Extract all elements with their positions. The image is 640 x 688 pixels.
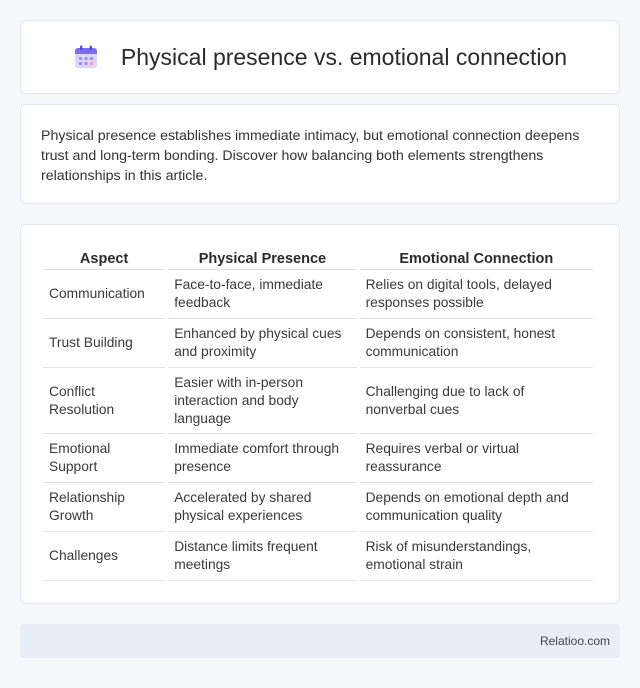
physical-presence-cell: Easier with in-person interaction and bo… bbox=[168, 368, 357, 434]
table-row: Communication Face-to-face, immediate fe… bbox=[43, 270, 593, 319]
physical-presence-cell: Face-to-face, immediate feedback bbox=[168, 270, 357, 319]
emotional-connection-cell: Relies on digital tools, delayed respons… bbox=[359, 270, 593, 319]
aspect-cell: Challenges bbox=[43, 532, 166, 581]
table-row: Relationship Growth Accelerated by share… bbox=[43, 483, 593, 532]
physical-presence-cell: Enhanced by physical cues and proximity bbox=[168, 319, 357, 368]
physical-presence-cell: Immediate comfort through presence bbox=[168, 434, 357, 483]
comparison-table: Aspect Physical Presence Emotional Conne… bbox=[40, 245, 596, 581]
aspect-cell: Conflict Resolution bbox=[43, 368, 166, 434]
intro-text: Physical presence establishes immediate … bbox=[41, 128, 580, 184]
footer-brand: Relatioo.com bbox=[539, 634, 610, 648]
emotional-connection-cell: Depends on emotional depth and communica… bbox=[359, 483, 593, 532]
table-row: Emotional Support Immediate comfort thro… bbox=[43, 434, 593, 483]
column-header-aspect: Aspect bbox=[43, 245, 166, 270]
aspect-cell: Trust Building bbox=[43, 319, 166, 368]
calendar-icon bbox=[74, 45, 97, 68]
emotional-connection-cell: Risk of misunderstandings, emotional str… bbox=[359, 532, 593, 581]
emotional-connection-cell: Requires verbal or virtual reassurance bbox=[359, 434, 593, 483]
table-row: Trust Building Enhanced by physical cues… bbox=[43, 319, 593, 368]
comparison-table-card: Aspect Physical Presence Emotional Conne… bbox=[20, 224, 620, 604]
column-header-emotional-connection: Emotional Connection bbox=[359, 245, 593, 270]
footer-bar: Relatioo.com bbox=[20, 624, 620, 658]
page-title: Physical presence vs. emotional connecti… bbox=[120, 43, 568, 70]
column-header-physical-presence: Physical Presence bbox=[168, 245, 357, 270]
aspect-cell: Emotional Support bbox=[43, 434, 166, 483]
title-card: Physical presence vs. emotional connecti… bbox=[20, 20, 620, 94]
table-row: Challenges Distance limits frequent meet… bbox=[43, 532, 593, 581]
emotional-connection-cell: Challenging due to lack of nonverbal cue… bbox=[359, 368, 593, 434]
intro-card: Physical presence establishes immediate … bbox=[20, 104, 620, 204]
emotional-connection-cell: Depends on consistent, honest communicat… bbox=[359, 319, 593, 368]
aspect-cell: Communication bbox=[43, 270, 166, 319]
physical-presence-cell: Distance limits frequent meetings bbox=[168, 532, 357, 581]
table-row: Conflict Resolution Easier with in-perso… bbox=[43, 368, 593, 434]
table-header-row: Aspect Physical Presence Emotional Conne… bbox=[43, 245, 593, 270]
aspect-cell: Relationship Growth bbox=[43, 483, 166, 532]
physical-presence-cell: Accelerated by shared physical experienc… bbox=[168, 483, 357, 532]
